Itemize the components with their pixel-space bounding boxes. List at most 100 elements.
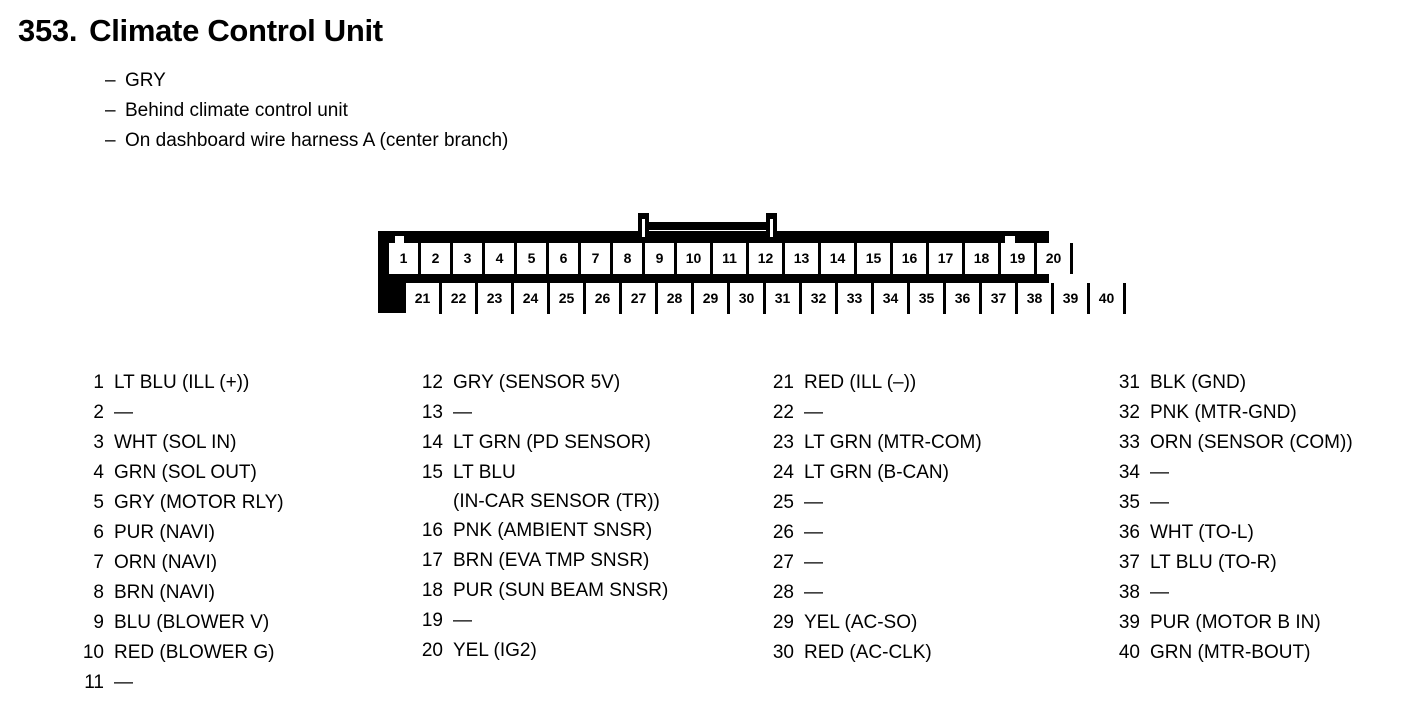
pin-legend-number: 29 xyxy=(772,612,794,633)
pin-legend-label: GRN (MTR-BOUT) xyxy=(1150,642,1311,663)
pin-legend-row: 2— xyxy=(76,398,284,428)
pin-legend-number: 17 xyxy=(421,550,443,571)
connector-pin-13: 13 xyxy=(785,243,818,274)
connector-right-tab-inner xyxy=(992,231,1005,243)
pin-legend-row: 28— xyxy=(766,578,982,608)
notes-list: – GRY – Behind climate control unit – On… xyxy=(105,66,905,156)
connector-pin-22: 22 xyxy=(442,283,475,314)
connector-pin-34: 34 xyxy=(874,283,907,314)
pin-legend-row: 17 BRN (EVA TMP SNSR) xyxy=(415,546,668,576)
pin-legend-label: LT GRN (B-CAN) xyxy=(804,462,949,483)
connector-pin-15: 15 xyxy=(857,243,890,274)
connector-pin-18: 18 xyxy=(965,243,998,274)
note-text: On dashboard wire harness A (center bran… xyxy=(125,130,509,151)
pin-legend-label: — xyxy=(1150,492,1169,513)
pin-legend-number: 12 xyxy=(421,372,443,393)
pin-legend-row: 29 YEL (AC-SO) xyxy=(766,608,982,638)
connector-left-tab-inner xyxy=(403,231,416,243)
note-dash-icon: – xyxy=(105,130,116,151)
note-item: – GRY xyxy=(105,66,905,96)
connector-pin-14: 14 xyxy=(821,243,854,274)
note-dash-icon: – xyxy=(105,100,116,121)
connector-pin-1: 1 xyxy=(389,243,418,274)
pin-legend-number: 1 xyxy=(93,372,104,393)
pin-legend-number: 34 xyxy=(1118,462,1140,483)
pin-legend-row: 19— xyxy=(415,606,668,636)
pin-legend-number: 26 xyxy=(772,522,794,543)
pin-legend-row: 27— xyxy=(766,548,982,578)
pin-legend-label: ORN (SENSOR (COM)) xyxy=(1150,432,1353,453)
pin-legend-label: YEL (IG2) xyxy=(453,640,537,661)
pin-legend-label: BRN (NAVI) xyxy=(114,582,215,603)
connector-pin-20: 20 xyxy=(1037,243,1070,274)
connector-latch-bar xyxy=(644,222,772,230)
pin-legend-label: GRY (SENSOR 5V) xyxy=(453,372,621,393)
pin-legend-row: 33 ORN (SENSOR (COM)) xyxy=(1112,428,1353,458)
pin-legend-label: YEL (AC-SO) xyxy=(804,612,918,633)
pin-legend-row: 5 GRY (MOTOR RLY) xyxy=(76,488,284,518)
pin-legend-number: 11 xyxy=(84,672,104,693)
connector-pin-16: 16 xyxy=(893,243,926,274)
pin-legend-label: BRN (EVA TMP SNSR) xyxy=(453,550,650,571)
pin-legend-label: WHT (SOL IN) xyxy=(114,432,237,453)
pin-legend-row: 13— xyxy=(415,398,668,428)
connector-pin-19: 19 xyxy=(1001,243,1034,274)
pin-legend-label: GRY (MOTOR RLY) xyxy=(114,492,284,513)
pin-legend-number: 9 xyxy=(93,612,104,633)
pin-legend-label: PUR (MOTOR B IN) xyxy=(1150,612,1321,633)
pin-legend-row: 34— xyxy=(1112,458,1353,488)
pin-legend-row: 38— xyxy=(1112,578,1353,608)
connector-pin-24: 24 xyxy=(514,283,547,314)
pin-legend-row: 11— xyxy=(76,668,284,698)
pin-legend-label: PNK (AMBIENT SNSR) xyxy=(453,520,653,541)
connector-pin-30: 30 xyxy=(730,283,763,314)
pin-legend-row-continuation: (IN-CAR SENSOR (TR)) xyxy=(415,488,668,516)
pin-legend-label: — xyxy=(804,552,823,573)
connector-pin-11: 11 xyxy=(713,243,746,274)
pin-legend-number: 35 xyxy=(1118,492,1140,513)
pin-legend-number: 5 xyxy=(93,492,104,513)
pin-legend-number: 3 xyxy=(93,432,104,453)
connector-left-tab-outer xyxy=(383,231,395,245)
pin-legend-number: 4 xyxy=(93,462,104,483)
pin-legend-label: — xyxy=(453,610,472,631)
pin-legend-label: GRN (SOL OUT) xyxy=(114,462,257,483)
pin-legend-number: 10 xyxy=(82,642,104,663)
pin-legend-label: — xyxy=(804,522,823,543)
page-title: 353.Climate Control Unit xyxy=(18,13,383,49)
pin-legend-number: 22 xyxy=(772,402,794,423)
connector-pin-12: 12 xyxy=(749,243,782,274)
pin-legend-label: — xyxy=(1150,582,1169,603)
pin-legend-row: 25— xyxy=(766,488,982,518)
pin-legend-number: 20 xyxy=(421,640,443,661)
pin-legend-label: — xyxy=(804,492,823,513)
pin-legend-number: 36 xyxy=(1118,522,1140,543)
pin-legend-number: 6 xyxy=(93,522,104,543)
pin-legend-number: 28 xyxy=(772,582,794,603)
pin-legend-number: 31 xyxy=(1118,372,1140,393)
pin-legend-number: 14 xyxy=(421,432,443,453)
note-dash-icon: – xyxy=(105,70,116,91)
connector-latch-gap-right xyxy=(770,219,773,237)
pin-legend-number: 33 xyxy=(1118,432,1140,453)
pin-legend-row: 22— xyxy=(766,398,982,428)
connector-pin-35: 35 xyxy=(910,283,943,314)
